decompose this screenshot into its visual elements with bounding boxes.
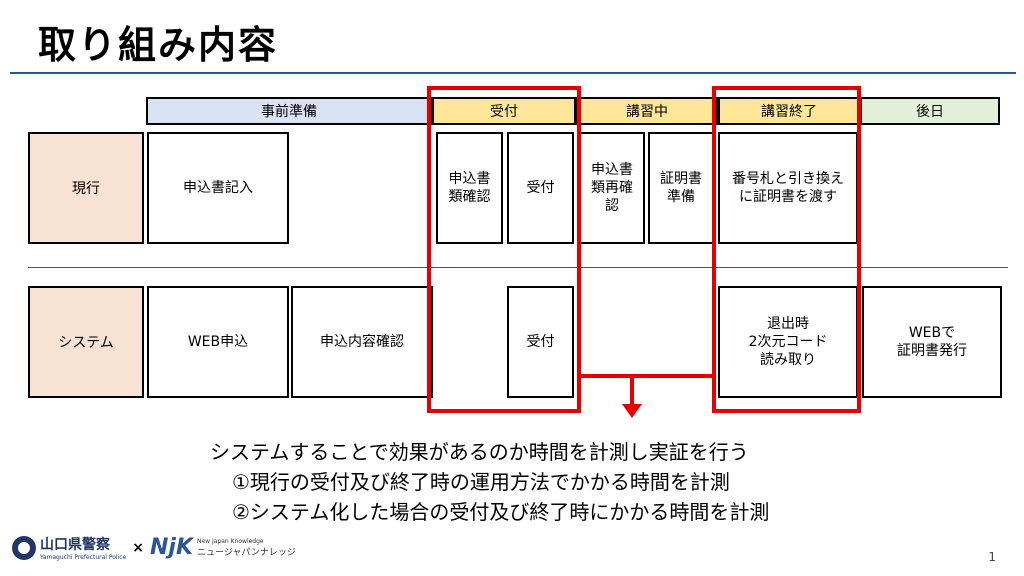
connector-line <box>579 374 714 378</box>
step-system-reception: 受付 <box>507 286 574 398</box>
row-label-system: システム <box>28 286 144 398</box>
title-underline <box>10 72 1016 74</box>
police-emblem-icon <box>12 535 36 560</box>
step-document-check: 申込書 類確認 <box>436 132 503 244</box>
step-reception: 受付 <box>507 132 574 244</box>
phase-later: 後日 <box>860 97 1000 125</box>
step-application-entry: 申込書記入 <box>147 132 289 244</box>
njk-english-name: New Japan Knowledge <box>197 537 264 545</box>
step-certificate-handover: 番号札と引き換え に証明書を渡す <box>718 132 858 244</box>
page-number: 1 <box>988 550 996 564</box>
row-label-current: 現行 <box>28 132 144 244</box>
njk-logo: NjK <box>149 535 193 560</box>
step-web-certificate: WEBで 証明書発行 <box>862 286 1002 398</box>
step-certificate-prep: 証明書 準備 <box>648 132 714 244</box>
highlight-reception <box>427 86 581 413</box>
step-application-review: 申込内容確認 <box>291 286 433 398</box>
footer-logos: 山口県警察 Yamaguchi Prefectural Police × NjK… <box>12 534 296 561</box>
phase-end: 講習終了 <box>718 97 860 125</box>
row-divider <box>28 267 1008 268</box>
phase-pre: 事前準備 <box>146 97 432 125</box>
connector-drop <box>630 374 634 406</box>
step-document-recheck: 申込書 類再確 認 <box>579 132 645 244</box>
step-exit-qr-scan: 退出時 2次元コード 読み取り <box>718 286 858 398</box>
description-line-2: ①現行の受付及び終了時の運用方法でかかる時間を計測 <box>232 470 730 494</box>
collab-times-icon: × <box>132 539 144 556</box>
page-title: 取り組み内容 <box>38 23 279 67</box>
phase-during: 講習中 <box>576 97 718 125</box>
police-name: 山口県警察 <box>40 537 110 553</box>
description-line-3: ②システム化した場合の受付及び終了時にかかる時間を計測 <box>232 500 770 524</box>
description-line-1: システムすることで効果があるのか時間を計測し実証を行う <box>210 440 749 464</box>
njk-japanese-name: ニュージャパンナレッジ <box>197 547 296 558</box>
step-web-application: WEB申込 <box>147 286 289 398</box>
police-subtitle: Yamaguchi Prefectural Police <box>40 554 127 561</box>
down-arrow-icon <box>622 404 642 418</box>
phase-reception: 受付 <box>432 97 576 125</box>
highlight-end <box>712 86 861 413</box>
